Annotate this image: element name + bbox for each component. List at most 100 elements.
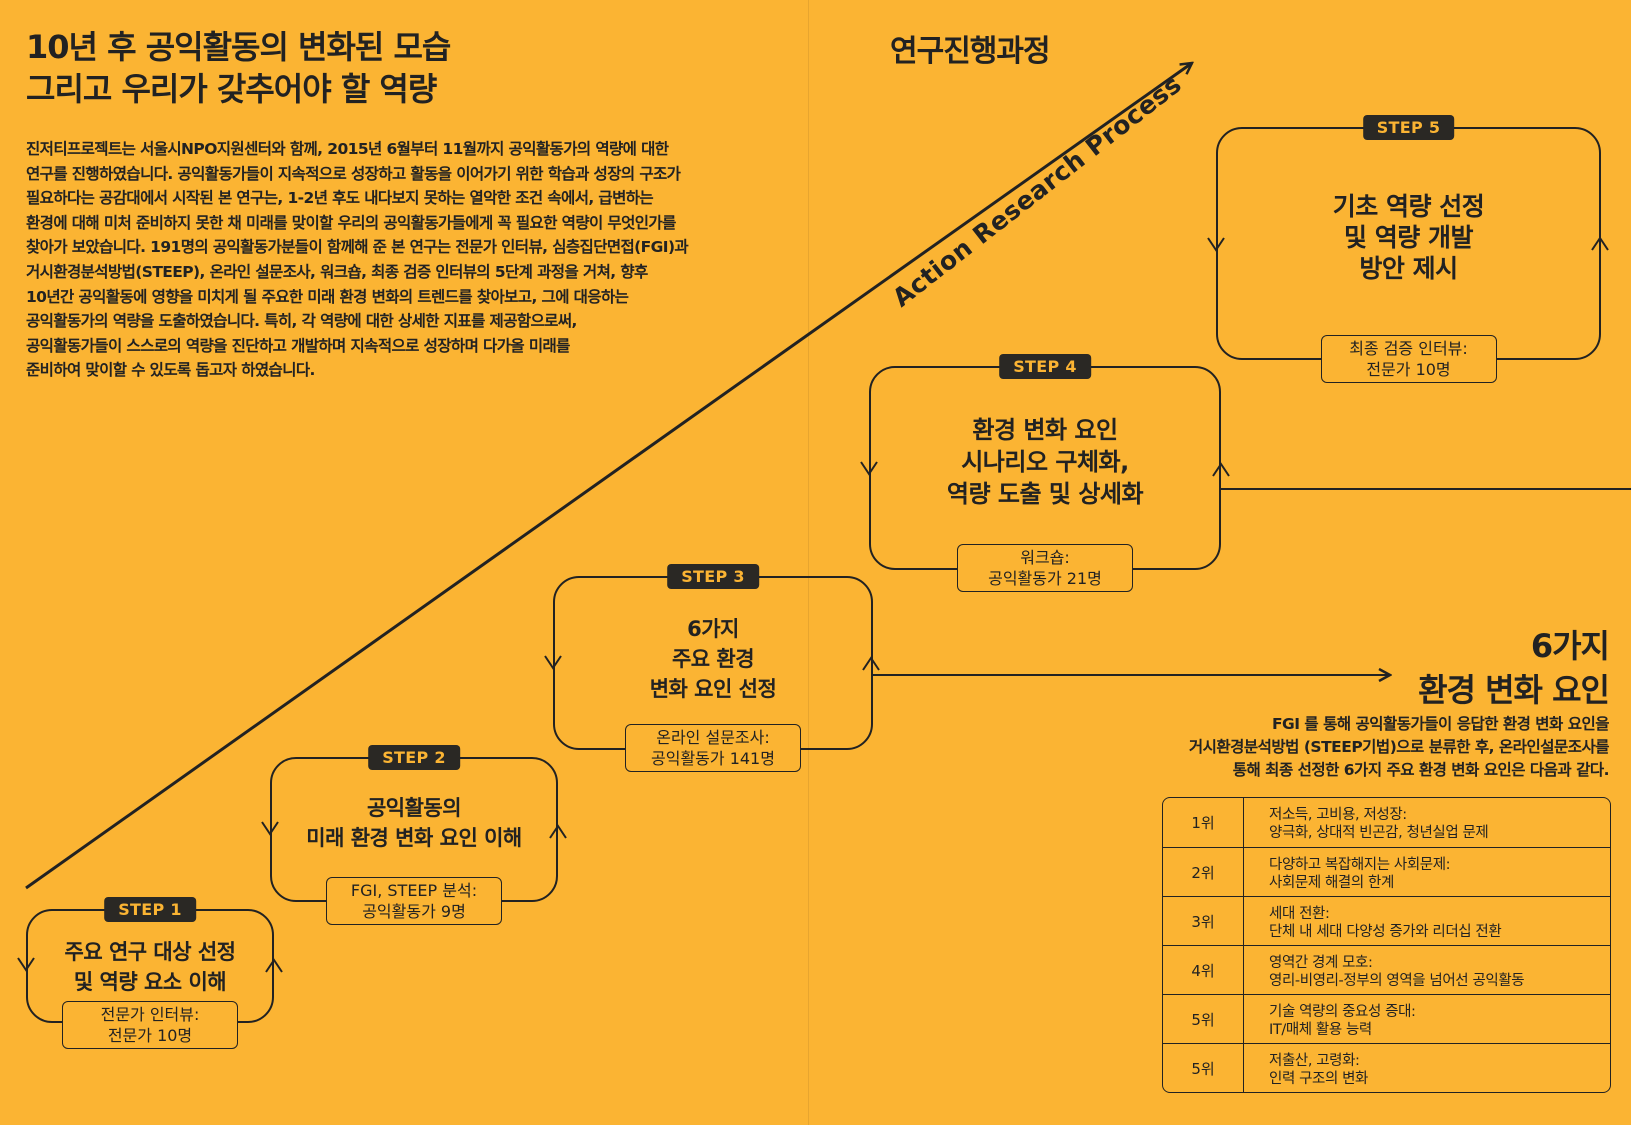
intro-line: 10년간 공익활동에 영향을 미치게 될 주요한 미래 환경 변화의 트렌드를 … <box>26 287 629 306</box>
step-3-method: 온라인 설문조사: 공익활동가 141명 <box>625 724 801 772</box>
step-5-method-line: 최종 검증 인터뷰: <box>1349 339 1468 358</box>
table-row: 5위 기술 역량의 중요성 증대: IT/매체 활용 능력 <box>1163 994 1610 1043</box>
table-row: 1위 저소득, 고비용, 저성장: 양극화, 상대적 빈곤감, 청년실업 문제 <box>1163 798 1610 847</box>
step-2-tag: STEP 2 <box>368 745 460 770</box>
intro-line: 필요하다는 공감대에서 시작된 본 연구는, 1-2년 후도 내다보지 못하는 … <box>26 189 654 208</box>
step-5-box: STEP 5 기초 역량 선정 및 역량 개발 방안 제시 최종 검증 인터뷰:… <box>1216 115 1601 383</box>
step-3-title-line: 변화 요인 선정 <box>649 677 777 701</box>
rank-cell: 5위 <box>1163 995 1244 1043</box>
table-row: 2위 다양하고 복잡해지는 사회문제: 사회문제 해결의 한계 <box>1163 847 1610 896</box>
rank-cell: 5위 <box>1163 1044 1244 1092</box>
table-row: 5위 저출산, 고령화: 인력 구조의 변화 <box>1163 1043 1610 1092</box>
step-1-method: 전문가 인터뷰: 전문가 10명 <box>62 1001 238 1049</box>
main-title: 10년 후 공익활동의 변화된 모습 그리고 우리가 갖추어야 할 역량 <box>26 26 451 110</box>
step-5-title: 기초 역량 선정 및 역량 개발 방안 제시 <box>1218 191 1599 284</box>
step-5-title-line: 방안 제시 <box>1359 254 1458 283</box>
step-2-method-line: 공익활동가 9명 <box>362 902 466 921</box>
step-1-title-line: 주요 연구 대상 선정 <box>64 940 237 964</box>
step-4-method-line: 공익활동가 21명 <box>988 569 1102 588</box>
env-factors-title-line: 환경 변화 요인 <box>1418 671 1610 709</box>
page-fold-line <box>808 0 809 1125</box>
intro-line: 찾아가 보았습니다. 191명의 공익활동가분들이 함께해 준 본 연구는 전문… <box>26 238 689 257</box>
rank-cell: 4위 <box>1163 946 1244 994</box>
main-title-line: 그리고 우리가 갖추어야 할 역량 <box>26 70 437 109</box>
table-row: 3위 세대 전환: 단체 내 세대 다양성 증가와 리더십 전환 <box>1163 896 1610 945</box>
step-4-tag: STEP 4 <box>999 354 1091 379</box>
step-4-method-line: 워크숍: <box>1020 548 1070 567</box>
step-4-title-line: 역량 도출 및 상세화 <box>946 480 1144 508</box>
step-2-title-line: 미래 환경 변화 요인 이해 <box>306 826 522 850</box>
intro-line: 연구를 진행하였습니다. 공익활동가들이 지속적으로 성장하고 활동을 이어가기… <box>26 164 681 183</box>
step-1-title-line: 및 역량 요소 이해 <box>73 970 227 994</box>
intro-line: 진저티프로젝트는 서울시NPO지원센터와 함께, 2015년 6월부터 11월까… <box>26 140 669 158</box>
intro-line: 공익활동가들이 스스로의 역량을 진단하고 개발하며 지속적으로 성장하며 다가… <box>26 336 570 355</box>
rank-cell: 1위 <box>1163 798 1244 847</box>
step-5-title-line: 및 역량 개발 <box>1344 223 1473 252</box>
main-title-line: 10년 후 공익활동의 변화된 모습 <box>26 28 451 66</box>
env-factors-title: 6가지 환경 변화 요인 <box>1418 624 1610 712</box>
intro-line: 환경에 대해 미처 준비하지 못한 채 미래를 맞이할 우리의 공익활동가들에게… <box>26 213 676 232</box>
step-1-tag: STEP 1 <box>104 897 196 922</box>
step-4-method: 워크숍: 공익활동가 21명 <box>957 544 1133 592</box>
step-2-box: STEP 2 공익활동의 미래 환경 변화 요인 이해 FGI, STEEP 분… <box>270 745 558 925</box>
table-row: 4위 영역간 경계 모호: 영리-비영리-정부의 영역을 넘어선 공익활동 <box>1163 945 1610 994</box>
step-5-method: 최종 검증 인터뷰: 전문가 10명 <box>1320 335 1497 383</box>
factor-cell: 저소득, 고비용, 저성장: 양극화, 상대적 빈곤감, 청년실업 문제 <box>1244 798 1489 847</box>
factor-cell: 다양하고 복잡해지는 사회문제: 사회문제 해결의 한계 <box>1244 848 1451 896</box>
factor-name: 저출산, 고령화: <box>1269 1053 1360 1069</box>
env-desc-line: FGI 를 통해 공익활동가들이 응답한 환경 변화 요인을 <box>1271 715 1610 733</box>
factor-cell: 저출산, 고령화: 인력 구조의 변화 <box>1244 1044 1368 1092</box>
step-4-title-line: 시나리오 구체화, <box>961 448 1129 476</box>
step-4-title: 환경 변화 요인 시나리오 구체화, 역량 도출 및 상세화 <box>871 414 1219 510</box>
intro-line: 준비하여 맞이할 수 있도록 돕고자 하였습니다. <box>26 361 315 380</box>
step-3-box: STEP 3 6가지 주요 환경 변화 요인 선정 온라인 설문조사: 공익활동… <box>553 564 873 772</box>
step-1-title: 주요 연구 대상 선정 및 역량 요소 이해 <box>28 937 272 997</box>
factor-detail: IT/매체 활용 능력 <box>1269 1022 1372 1038</box>
intro-line: 공익활동가의 역량을 도출하였습니다. 특히, 각 역량에 대한 상세한 지표를… <box>26 312 577 331</box>
step-5-method-line: 전문가 10명 <box>1366 360 1451 379</box>
intro-line: 거시환경분석방법(STEEP), 온라인 설문조사, 워크숍, 최종 검증 인터… <box>26 262 648 281</box>
step-3-method-line: 온라인 설문조사: <box>656 728 770 747</box>
step-4-title-line: 환경 변화 요인 <box>972 416 1118 444</box>
factor-name: 저소득, 고비용, 저성장: <box>1269 807 1407 823</box>
rank-cell: 2위 <box>1163 848 1244 896</box>
factor-name: 기술 역량의 중요성 증대: <box>1269 1004 1416 1020</box>
step1-right-chevron <box>265 958 283 973</box>
step-3-tag: STEP 3 <box>667 564 759 589</box>
step-1-method-line: 전문가 10명 <box>107 1026 193 1045</box>
factor-name: 세대 전환: <box>1269 906 1330 922</box>
step-5-tag: STEP 5 <box>1362 115 1455 140</box>
step-2-title: 공익활동의 미래 환경 변화 요인 이해 <box>272 793 556 853</box>
factor-name: 다양하고 복잡해지는 사회문제: <box>1269 857 1451 873</box>
step-3-title: 6가지 주요 환경 변화 요인 선정 <box>555 614 871 704</box>
env-factors-description: FGI 를 통해 공익활동가들이 응답한 환경 변화 요인을 거시환경분석방법 … <box>1188 713 1610 782</box>
step-3-title-line: 6가지 <box>687 617 739 641</box>
factor-detail: 영리-비영리-정부의 영역을 넘어선 공익활동 <box>1269 973 1525 989</box>
step-5-title-line: 기초 역량 선정 <box>1332 192 1485 221</box>
step-4-box: STEP 4 환경 변화 요인 시나리오 구체화, 역량 도출 및 상세화 워크… <box>869 354 1221 592</box>
step4-right-chevron <box>1212 462 1230 477</box>
step-3-method-line: 공익활동가 141명 <box>651 749 775 768</box>
factor-name: 영역간 경계 모호: <box>1269 955 1373 971</box>
step-2-title-line: 공익활동의 <box>366 796 462 820</box>
env-factors-title-line: 6가지 <box>1530 627 1610 665</box>
rank-cell: 3위 <box>1163 897 1244 945</box>
step-2-method-line: FGI, STEEP 분석: <box>350 881 478 900</box>
env-desc-line: 거시환경분석방법 (STEEP기법)으로 분류한 후, 온라인설문조사를 <box>1188 738 1610 756</box>
env-desc-line: 통해 최종 선정한 6가지 주요 환경 변화 요인은 다음과 같다. <box>1232 761 1610 779</box>
factor-cell: 세대 전환: 단체 내 세대 다양성 증가와 리더십 전환 <box>1244 897 1502 945</box>
factor-detail: 인력 구조의 변화 <box>1269 1071 1368 1087</box>
env-factors-table: 1위 저소득, 고비용, 저성장: 양극화, 상대적 빈곤감, 청년실업 문제 … <box>1162 797 1611 1093</box>
step-1-method-line: 전문가 인터뷰: <box>100 1005 200 1024</box>
factor-detail: 양극화, 상대적 빈곤감, 청년실업 문제 <box>1269 825 1489 841</box>
step2-right-chevron <box>549 824 567 839</box>
intro-paragraph: 진저티프로젝트는 서울시NPO지원센터와 함께, 2015년 6월부터 11월까… <box>26 137 786 383</box>
action-research-arrow <box>25 63 1192 890</box>
factor-cell: 기술 역량의 중요성 증대: IT/매체 활용 능력 <box>1244 995 1416 1043</box>
factor-cell: 영역간 경계 모호: 영리-비영리-정부의 영역을 넘어선 공익활동 <box>1244 946 1525 994</box>
step-3-title-line: 주요 환경 <box>671 647 755 671</box>
factor-detail: 단체 내 세대 다양성 증가와 리더십 전환 <box>1269 924 1502 940</box>
step-1-box: STEP 1 주요 연구 대상 선정 및 역량 요소 이해 전문가 인터뷰: 전… <box>26 897 274 1049</box>
factor-detail: 사회문제 해결의 한계 <box>1269 875 1394 891</box>
